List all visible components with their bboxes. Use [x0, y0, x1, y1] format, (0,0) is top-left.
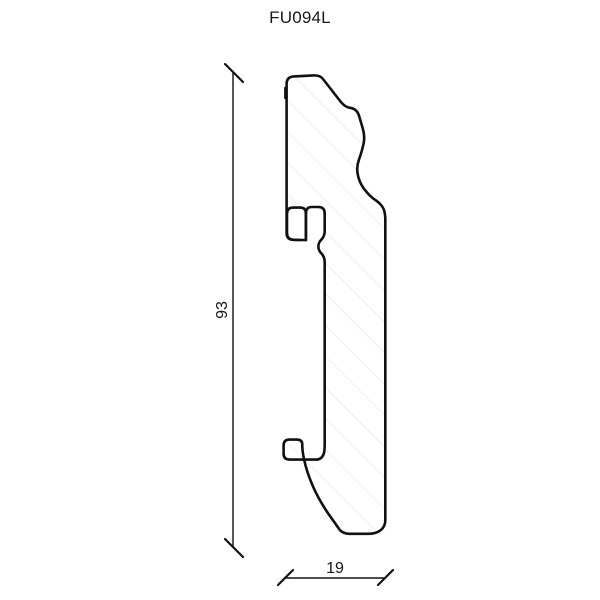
width-tick-right — [376, 568, 395, 587]
dimension-width-19: 19 — [276, 560, 395, 587]
page-title: FU094L — [269, 8, 331, 27]
height-tick-top — [223, 62, 245, 84]
dimension-height-93: 93 — [214, 62, 245, 559]
height-dimension-label: 93 — [214, 301, 231, 319]
profile-left-back-face — [285, 94, 302, 242]
moulding-profile-shape — [282, 74, 387, 536]
profile-upper-outline — [285, 74, 387, 221]
profile-bead-ogee — [317, 212, 326, 264]
profile-back-relief-pocket — [285, 206, 308, 242]
profile-hatch-fill — [283, 75, 385, 534]
width-dimension-label: 19 — [326, 560, 344, 577]
height-tick-bottom — [223, 537, 245, 559]
profile-groove-slot — [304, 205, 326, 242]
profile-right-edge — [348, 218, 387, 536]
profile-bottom-step — [282, 438, 326, 461]
width-tick-left — [276, 568, 295, 587]
profile-bottom-cove — [301, 445, 351, 536]
